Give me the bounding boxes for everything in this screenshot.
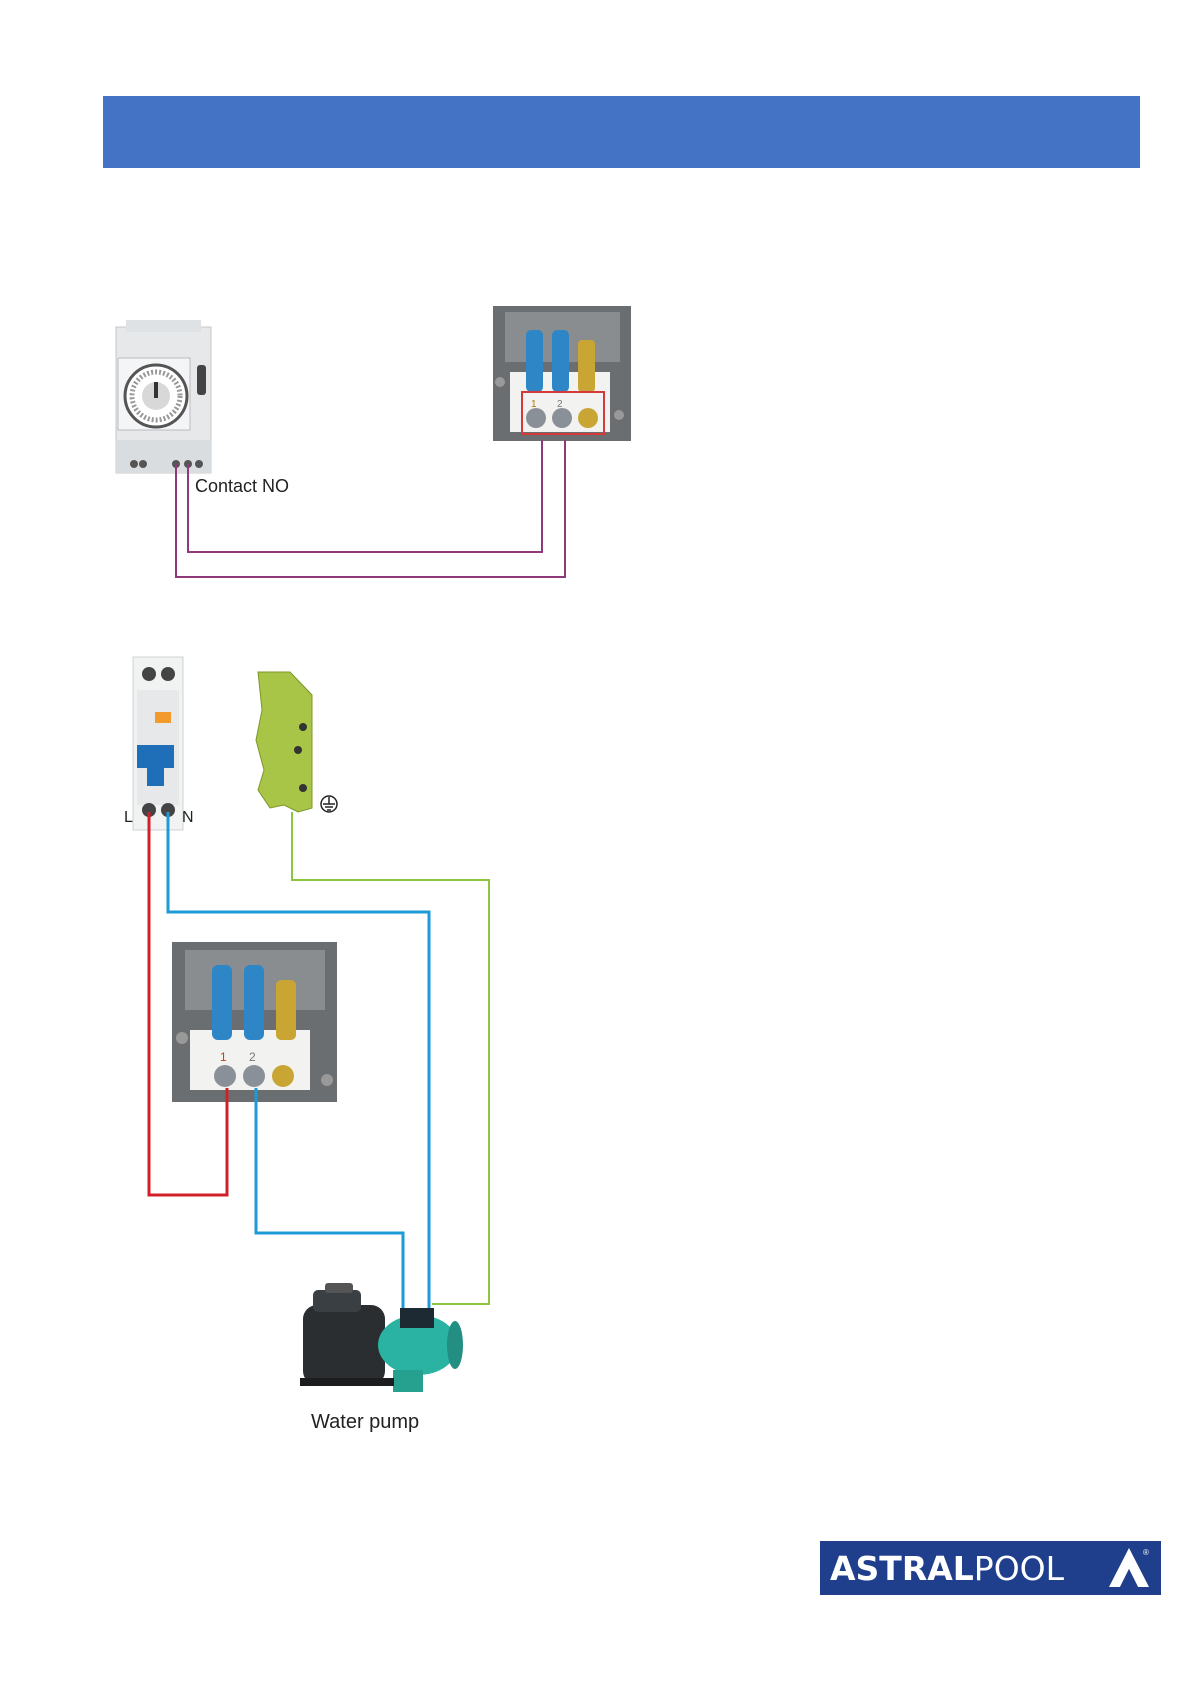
neutral-wire-terminal [256, 1088, 403, 1312]
logo-text: ASTRALPOOL [820, 1549, 1064, 1588]
breaker-neutral-label: N [182, 809, 194, 826]
timer-switch-icon [116, 320, 211, 473]
logo-registered: ® [1143, 1548, 1149, 1557]
earth-symbol-icon [321, 796, 337, 812]
circuit-breaker-icon [133, 657, 183, 830]
timer-contact-label: Contact NO [195, 476, 289, 496]
terminal-block-icon: 1 2 [493, 306, 631, 441]
earth-terminal-icon [256, 672, 312, 812]
control-wire-outer [176, 440, 565, 577]
lower-terminal-2-label: 2 [249, 1050, 256, 1064]
terminal-block-icon: 1 2 [172, 942, 337, 1102]
water-pump-icon [300, 1283, 463, 1392]
breaker-live-label: L [124, 809, 133, 826]
logo-brand-bold: ASTRAL [830, 1549, 974, 1588]
lower-terminal-1-label: 1 [220, 1050, 227, 1064]
logo-brand-light: POOL [974, 1549, 1064, 1588]
logo-mark-icon: ® [1105, 1545, 1153, 1591]
control-wire-inner [188, 440, 542, 552]
pump-label: Water pump [311, 1411, 419, 1433]
top-terminal-2-label: 2 [557, 399, 563, 410]
top-terminal-1-label: 1 [531, 399, 537, 410]
astralpool-logo: ASTRALPOOL ® [820, 1541, 1161, 1595]
